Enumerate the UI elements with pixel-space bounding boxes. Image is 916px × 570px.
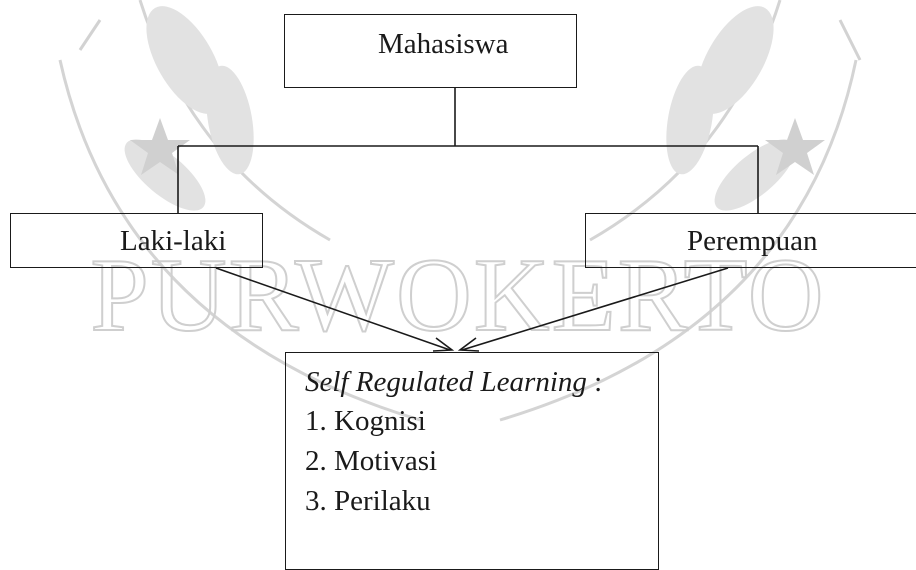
srl-title-colon: :	[586, 366, 603, 398]
srl-title: Self Regulated Learning :	[305, 366, 602, 399]
right-arrow-line	[461, 267, 729, 351]
mahasiswa-node	[284, 14, 577, 88]
left-arrow-line	[215, 267, 451, 351]
srl-item-kognisi: 1. Kognisi	[305, 405, 426, 437]
srl-item-motivasi: 2. Motivasi	[305, 445, 438, 477]
laki-laki-node	[10, 213, 263, 268]
arrowhead-left	[432, 337, 455, 352]
srl-item-perilaku: 3. Perilaku	[305, 485, 431, 517]
perempuan-node	[585, 213, 916, 268]
arrowhead-right	[457, 337, 480, 352]
srl-title-text: Self Regulated Learning	[305, 366, 587, 398]
watermark-text: PURWOKERTO	[90, 236, 825, 353]
perempuan-label: Perempuan	[687, 225, 818, 257]
laki-laki-label: Laki-laki	[120, 225, 227, 257]
mahasiswa-label: Mahasiswa	[378, 28, 509, 60]
